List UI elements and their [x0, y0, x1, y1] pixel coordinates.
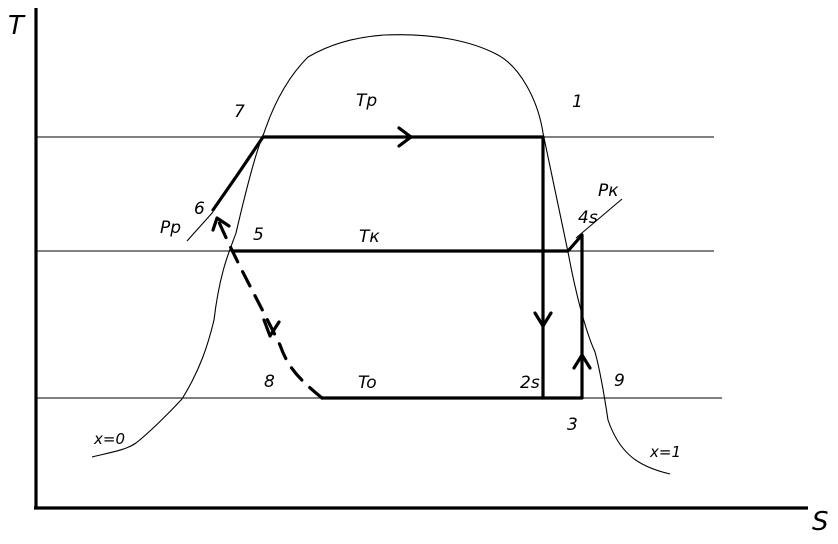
label-point-2s: 2s: [520, 373, 540, 393]
label-point-1: 1: [572, 92, 583, 112]
isobar-line-pk: [575, 198, 623, 239]
label-point-7: 7: [234, 102, 245, 122]
isobar-line-pp: [186, 211, 214, 242]
arrow-up-3-4s: [572, 353, 592, 370]
label-point-8: 8: [264, 372, 275, 392]
cycle-line-6-7-1-2s: [211, 135, 545, 400]
label-point-3: 3: [567, 415, 578, 435]
label-point-9: 9: [614, 371, 625, 391]
label-point-4s: 4s: [578, 208, 598, 228]
cycle-line-8-6-dashed: [213, 211, 324, 400]
x-axis-label: S: [812, 507, 829, 537]
label-isotherm-tk: Tк: [359, 227, 380, 247]
label-isobar-pp: Pp: [160, 218, 181, 238]
label-isobar-pk: Pк: [598, 181, 619, 201]
label-dome-x0: x=0: [93, 430, 125, 448]
label-isotherm-to: To: [358, 373, 377, 393]
arrow-down-1-2s: [533, 311, 553, 328]
arrow-tp-right: [397, 126, 413, 148]
label-point-5: 5: [253, 225, 264, 245]
label-point-6: 6: [194, 199, 205, 219]
saturation-dome: [91, 34, 671, 475]
y-axis-label: T: [8, 11, 26, 41]
label-isotherm-tp: Tp: [356, 91, 377, 111]
label-dome-x1: x=1: [649, 443, 681, 461]
arrow-dashed-up: [211, 216, 231, 232]
arrow-dashed-down: [262, 318, 281, 338]
cycle-line-8-3-4s-5: [231, 233, 584, 400]
